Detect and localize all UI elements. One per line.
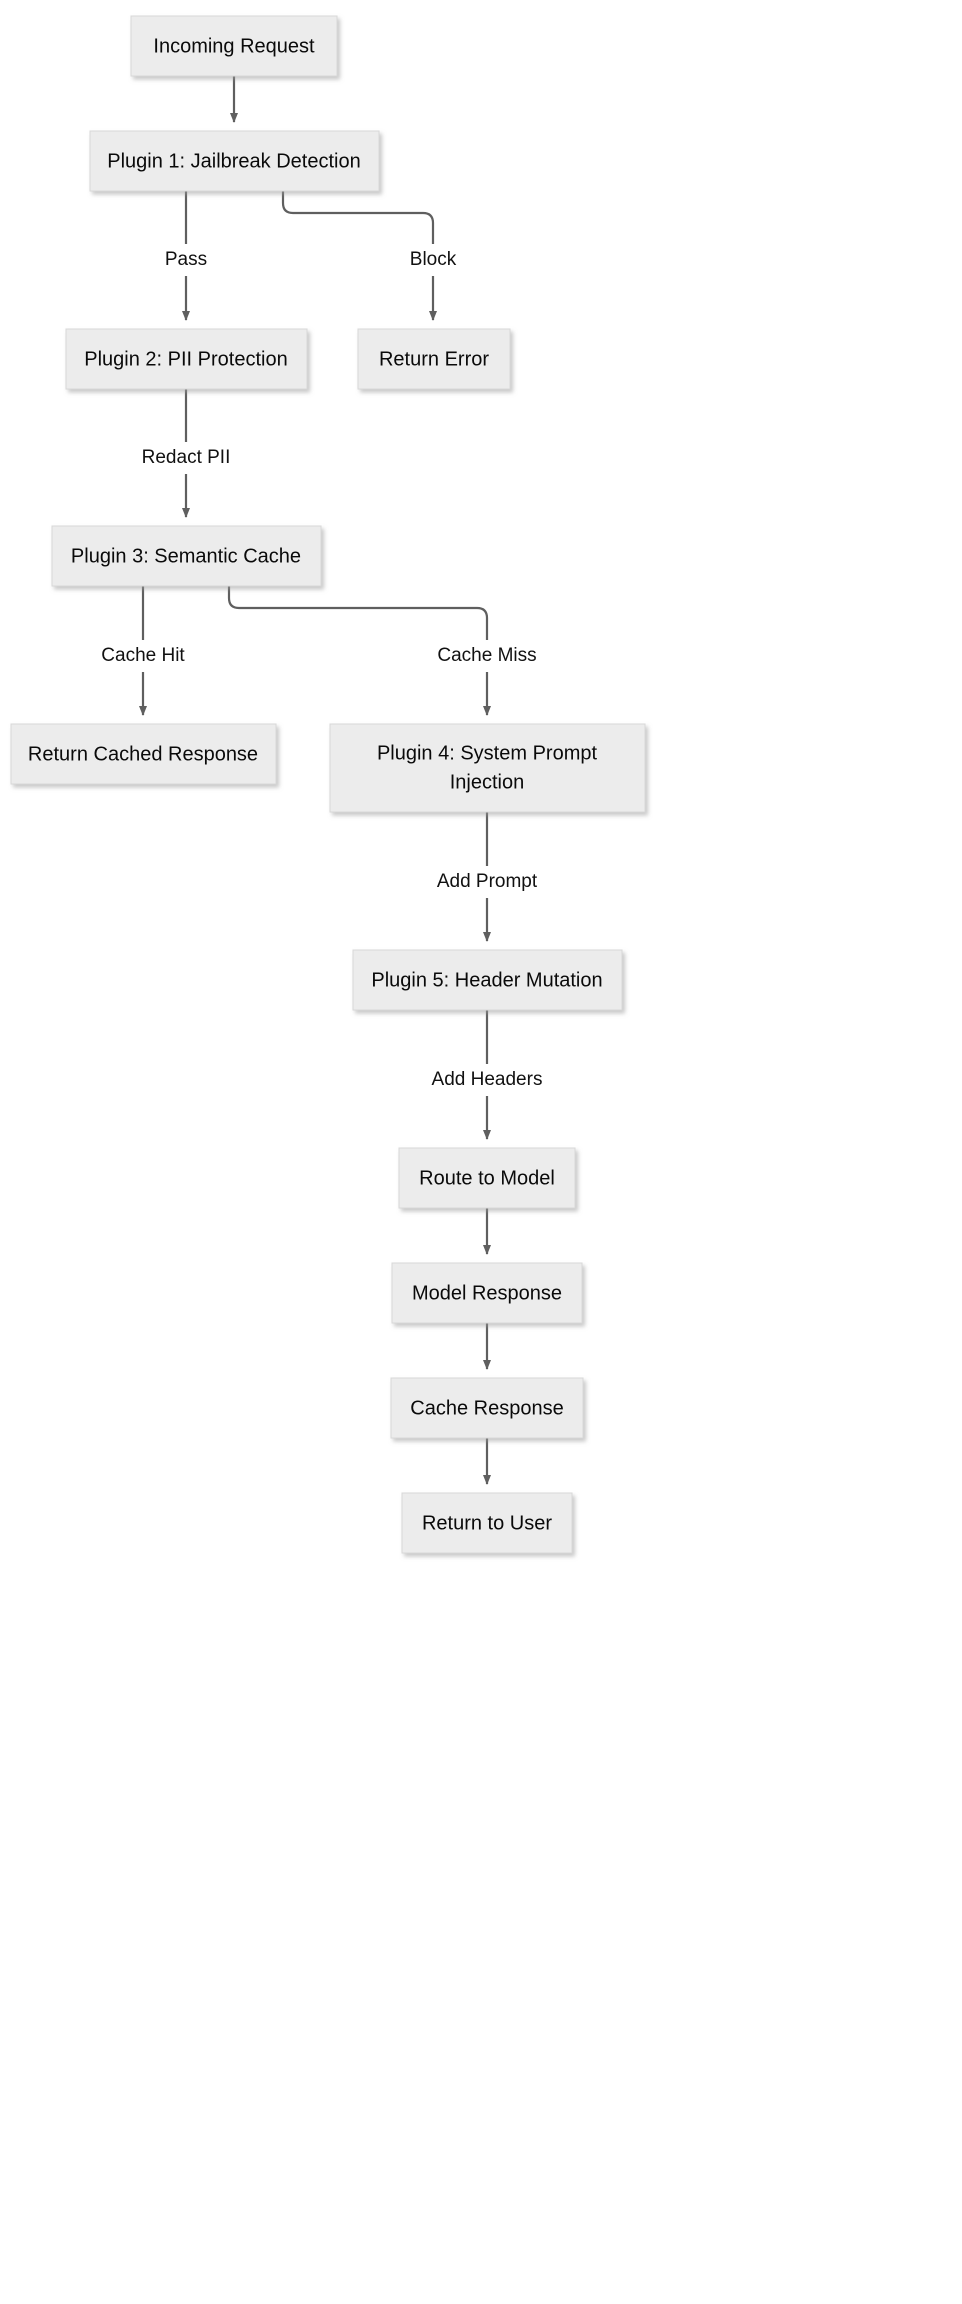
edge-label-redact-pii: Redact PII (131, 444, 241, 472)
node-return-error[interactable]: Return Error (357, 328, 511, 390)
node-return-to-user[interactable]: Return to User (401, 1492, 573, 1554)
node-return-to-user-label: Return to User (422, 1512, 552, 1534)
node-plugin-4-label-line1: Plugin 4: System Prompt (377, 742, 598, 764)
edge-layer (139, 76, 491, 1485)
node-return-cached-response-label: Return Cached Response (28, 743, 258, 765)
edge-label-cache-hit-text: Cache Hit (101, 645, 185, 666)
node-plugin-3-semantic-cache[interactable]: Plugin 3: Semantic Cache (51, 525, 322, 587)
node-incoming-request[interactable]: Incoming Request (130, 15, 338, 77)
node-route-to-model-label: Route to Model (419, 1167, 555, 1189)
edge-label-cache-miss: Cache Miss (426, 642, 550, 670)
node-incoming-request-label: Incoming Request (153, 35, 315, 57)
edge-label-add-headers: Add Headers (422, 1066, 554, 1094)
node-return-error-label: Return Error (379, 348, 489, 370)
edge-label-redact-pii-text: Redact PII (142, 447, 231, 468)
edge-label-add-headers-text: Add Headers (432, 1069, 543, 1090)
edge-label-add-prompt: Add Prompt (426, 868, 550, 896)
node-plugin-1-jailbreak-detection[interactable]: Plugin 1: Jailbreak Detection (89, 130, 380, 192)
edge-label-pass: Pass (152, 246, 220, 274)
node-return-cached-response[interactable]: Return Cached Response (10, 723, 277, 785)
node-plugin-2-pii-protection[interactable]: Plugin 2: PII Protection (65, 328, 308, 390)
edge-plugin1-block-elbow (281, 191, 435, 244)
node-cache-response-label: Cache Response (410, 1397, 563, 1419)
node-model-response[interactable]: Model Response (391, 1262, 583, 1324)
node-plugin-5-label: Plugin 5: Header Mutation (371, 969, 602, 991)
node-plugin-2-label: Plugin 2: PII Protection (84, 348, 287, 370)
node-plugin-1-label: Plugin 1: Jailbreak Detection (107, 150, 360, 172)
edge-label-layer: Pass Block Redact PII Cache Hit Cache Mi… (88, 246, 554, 1094)
edge-label-block: Block (396, 246, 470, 274)
node-plugin-3-label: Plugin 3: Semantic Cache (71, 545, 301, 567)
node-plugin-4-label-line2: Injection (450, 771, 525, 793)
node-layer: Incoming Request Plugin 1: Jailbreak Det… (10, 15, 646, 1554)
node-cache-response[interactable]: Cache Response (390, 1377, 584, 1439)
node-route-to-model[interactable]: Route to Model (398, 1147, 576, 1209)
edge-label-pass-text: Pass (165, 249, 207, 270)
node-plugin-5-header-mutation[interactable]: Plugin 5: Header Mutation (352, 949, 623, 1011)
edge-label-cache-miss-text: Cache Miss (437, 645, 536, 666)
edge-label-add-prompt-text: Add Prompt (437, 871, 538, 892)
edge-label-cache-hit: Cache Hit (88, 642, 200, 670)
edge-plugin3-cache-miss-elbow (227, 586, 489, 640)
node-plugin-4-system-prompt-injection[interactable]: Plugin 4: System Prompt Injection (329, 723, 646, 813)
node-model-response-label: Model Response (412, 1282, 562, 1304)
edge-label-block-text: Block (410, 249, 457, 270)
